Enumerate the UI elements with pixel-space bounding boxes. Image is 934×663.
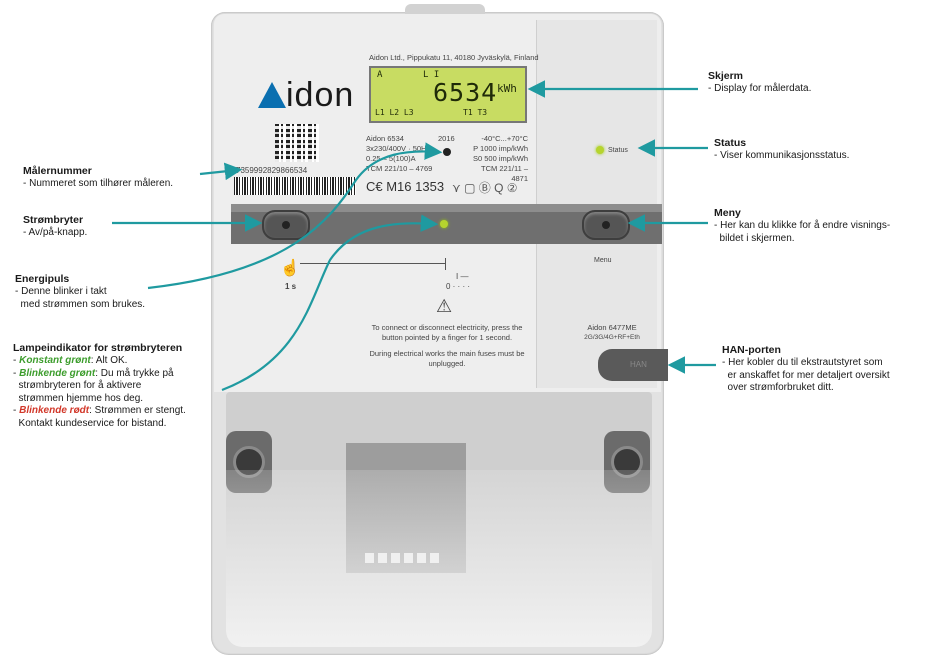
indicator-line-2: - Blinkende grønt: Du må trykke på (13, 367, 174, 379)
button-dot-icon (282, 221, 290, 229)
meter-number-text: 7359992829866534 (236, 166, 308, 175)
display-tariffs: T1 T3 (463, 108, 488, 117)
menu-label: Menu (594, 257, 612, 264)
annotation-han: HAN-porten - Her kobler du til ekstrauts… (722, 344, 890, 395)
annotation-energipuls: Energipuls - Denne blinker i takt med st… (15, 273, 145, 311)
brand-logo-text: idon (286, 76, 355, 114)
han-port-label: HAN (630, 360, 647, 369)
spec-line: TCM 221/10 – 4769 (366, 164, 433, 173)
certification-marks: C€ M16 1353 (366, 179, 445, 194)
annotation-body: - Nummeret som tilhører måleren. (23, 178, 174, 189)
han-port[interactable] (598, 349, 668, 381)
display-phases: L1 L2 L3 (375, 108, 414, 117)
annotation-body: - Viser kommunikasjonsstatus. (714, 150, 850, 161)
annotation-title: HAN-porten (722, 344, 781, 356)
spec-left: Aidon 6534 3x230/400V · 50Hz 0.25 – 5(10… (366, 134, 432, 174)
annotation-title: Skjerm (708, 70, 744, 82)
status-led (596, 146, 604, 154)
spec-line: 3x230/400V · 50Hz (366, 144, 431, 153)
annotation-lampeindikator: Lampeindikator for strømbryteren - Konst… (13, 342, 186, 430)
annotation-body: - Her kobler du til ekstrautstyret som e… (722, 357, 890, 393)
annotation-body: - Av/på-knapp. (23, 227, 88, 238)
timing-label: 1 s (285, 282, 297, 291)
spec-line: P 1000 imp/kWh (473, 144, 528, 153)
meter-display: A L I 6534 kWh L1 L2 L3 T1 T3 (369, 66, 527, 123)
annotation-title: Status (714, 137, 747, 149)
state-constant-green: Konstant grønt (19, 355, 91, 366)
annotation-meny: Meny - Her kan du klikke for å endre vis… (714, 207, 890, 245)
spec-line: TCM 221/11 – 4871 (481, 164, 528, 183)
timing-line (300, 263, 445, 264)
warning-text-1: To connect or disconnect electricity, pr… (371, 323, 523, 342)
qr-code-overlay (275, 124, 319, 162)
spec-right: -40°C...+70°C P 1000 imp/kWh S0 500 imp/… (468, 134, 528, 184)
annotation-body: - Her kan du klikke for å endre visnings… (714, 220, 891, 244)
annotation-title: Energipuls (15, 273, 70, 285)
annotation-body: - Denne blinker i takt med strømmen som … (15, 286, 146, 310)
annotation-strombryter: Strømbryter - Av/på-knapp. (23, 214, 87, 240)
certification-icons: ⋎ ▢ Ⓑ Q ② (452, 181, 518, 195)
warning-text-2: During electrical works the main fuses m… (369, 349, 525, 368)
spec-line: Aidon 6534 (366, 134, 404, 143)
button-band-highlight (231, 204, 662, 212)
switch-off-mark: 0 · · · · (446, 282, 470, 291)
arrow-lampeindikator (221, 214, 439, 392)
spec-year: 2016 (438, 134, 455, 143)
state-blinking-red: Blinkende rødt (19, 405, 90, 416)
timing-tick (445, 258, 446, 270)
indicator-line-3-cont: Kontakt kundeservice for bistand. (13, 417, 167, 429)
switch-on-mark: I — (456, 272, 469, 281)
status-label: Status (608, 147, 628, 154)
spec-line: 0.25 – 5(100)A (366, 154, 416, 163)
annotation-title: Strømbryter (23, 214, 84, 226)
state-blinking-green: Blinkende grønt (19, 367, 96, 379)
display-indicator-a: A (377, 70, 383, 80)
indicator-line-2-cont: strømbryteren for å aktivere strømmen hj… (18, 380, 144, 404)
annotation-title: Målernummer (23, 165, 92, 177)
model-name: Aidon 6477ME (587, 323, 637, 332)
warning-icon: ⚠ (436, 296, 453, 316)
display-unit: kWh (497, 82, 517, 95)
finger-press-icon: ☝ (280, 260, 300, 277)
annotation-title: Meny (714, 207, 741, 219)
display-reading: 6534 (433, 78, 498, 107)
barcode (234, 177, 356, 195)
power-switch-button[interactable] (262, 210, 310, 240)
indicator-line-1: - Konstant grønt: Alt OK. (13, 355, 128, 366)
indicator-line-3: - Blinkende rødt: Strømmen er stengt. (13, 405, 186, 416)
display-indicator-l: L I (423, 70, 440, 80)
annotation-body: - Display for målerdata. (708, 83, 812, 94)
cover-transparency (226, 470, 652, 647)
spec-line: S0 500 imp/kWh (472, 154, 528, 163)
arrow-malernummer (199, 162, 243, 181)
button-dot-icon (602, 221, 610, 229)
annotation-malernummer: Målernummer - Nummeret som tilhører måle… (23, 165, 173, 191)
state-text: : Strømmen er stengt. (89, 405, 186, 416)
energy-pulse-led (443, 148, 451, 156)
model-variant: 2G/3G/4G+RF+Eth (584, 334, 640, 341)
annotation-skjerm: Skjerm - Display for målerdata. (708, 70, 811, 96)
state-text: : Du må trykke på (95, 367, 174, 379)
manufacturer-line: Aidon Ltd., Pippukatu 11, 40180 Jyväskyl… (369, 53, 539, 62)
arrow-energipuls (147, 142, 443, 290)
spec-line: -40°C...+70°C (481, 134, 528, 143)
state-text: : Alt OK. (90, 355, 128, 366)
switch-indicator-led (440, 220, 448, 228)
annotation-title: Lampeindikator for strømbryteren (13, 342, 183, 354)
aidon-logo-icon (258, 82, 286, 108)
annotation-status: Status - Viser kommunikasjonsstatus. (714, 137, 849, 163)
